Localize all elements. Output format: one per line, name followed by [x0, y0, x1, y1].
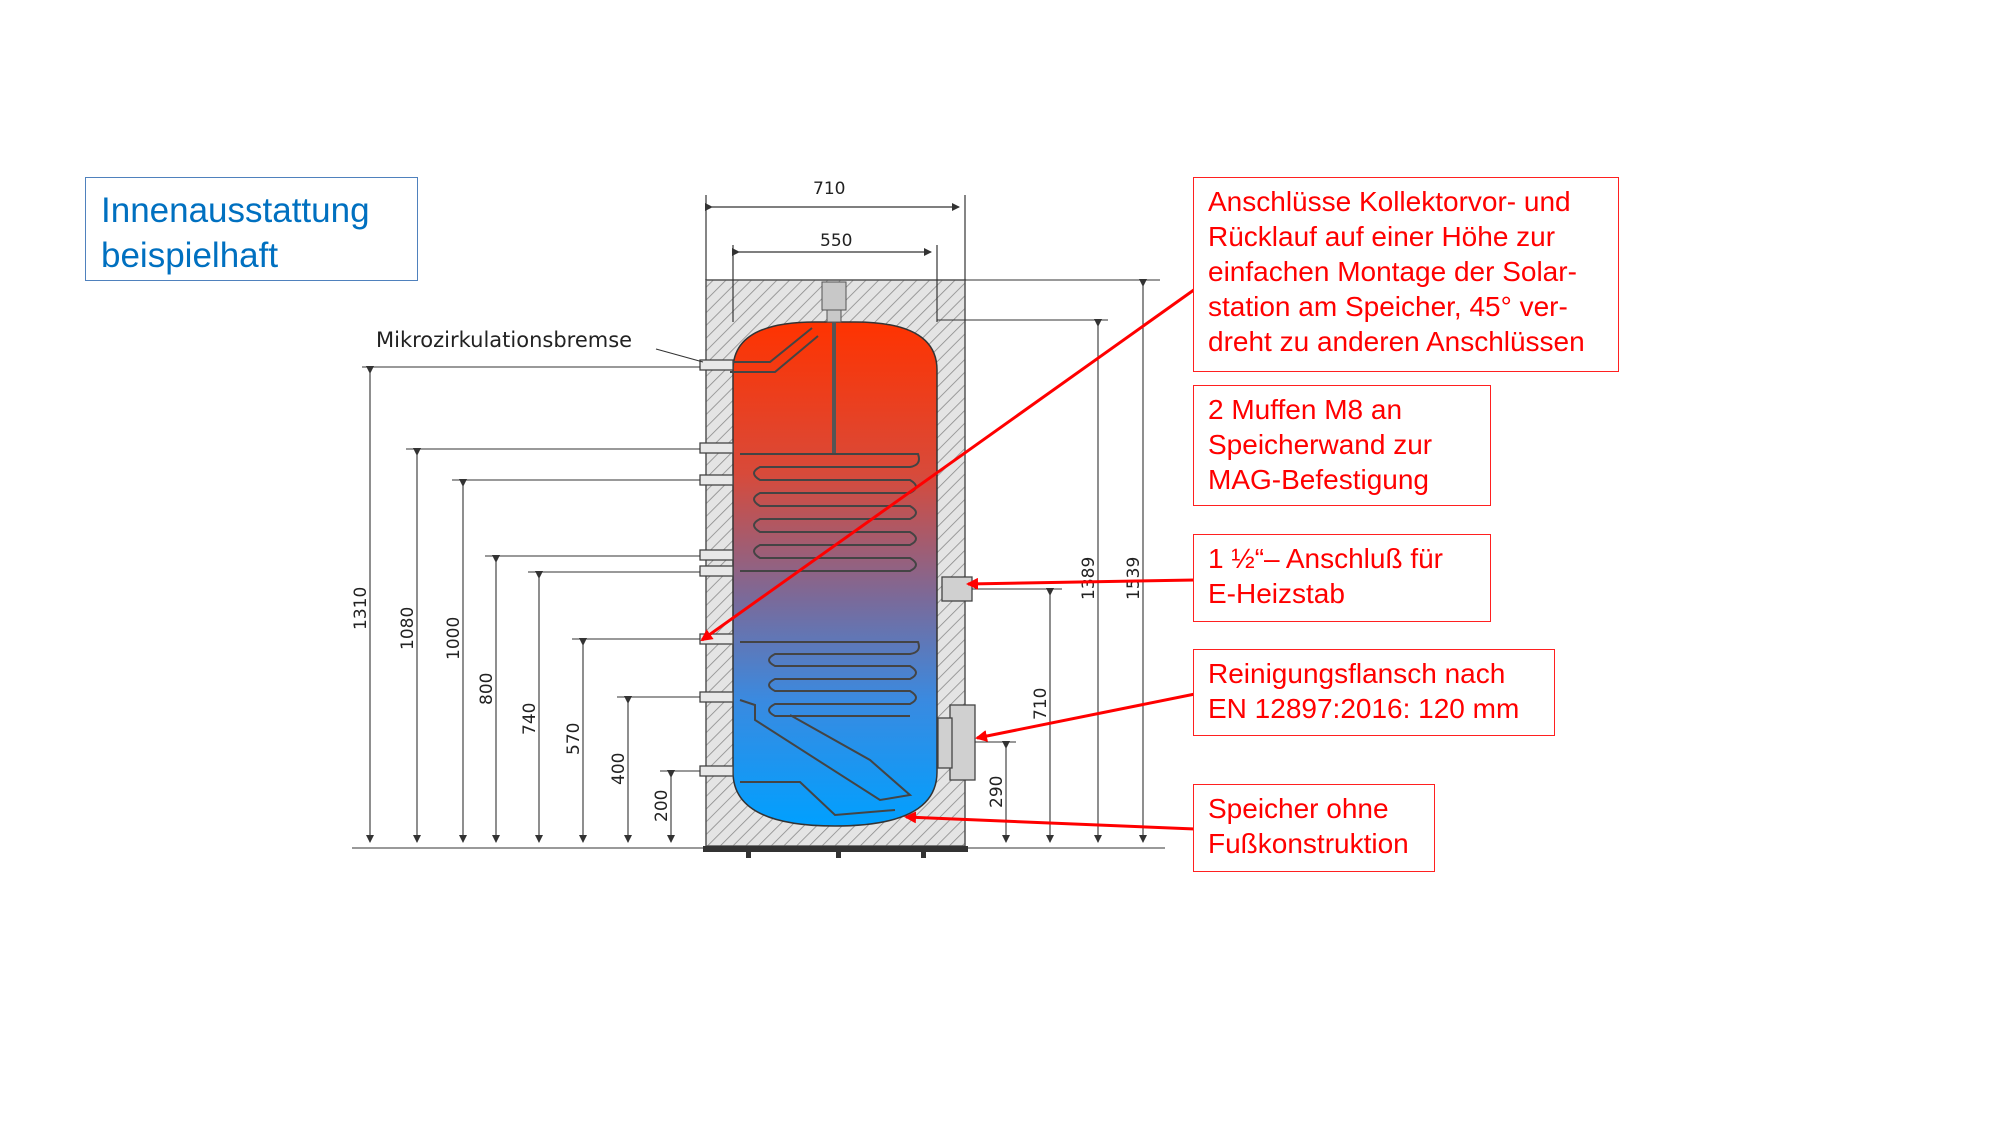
callout-no-foot: Speicher ohne Fußkonstruktion: [1193, 784, 1435, 872]
callout-solar-line: dreht zu anderen Anschlüssen: [1208, 326, 1585, 357]
tank-body: [732, 321, 938, 827]
callout-solar-line: einfachen Montage der Solar-: [1208, 256, 1577, 287]
callout-heizstab-line: E-Heizstab: [1208, 578, 1345, 609]
callout-arrows: [700, 285, 1199, 831]
callout-muffen-line: Speicherwand zur: [1208, 429, 1433, 460]
dim-width-outer: 710: [813, 179, 845, 199]
dim-height-1539: 1539: [1124, 557, 1144, 600]
title-box: Innenausstattung beispielhaft: [85, 177, 418, 281]
top-fitting: [821, 281, 847, 455]
callout-fuss-line: Speicher ohne: [1208, 793, 1389, 824]
callout-heizstab-line: 1 ½“– Anschluß für: [1208, 543, 1444, 574]
dim-height-1389: 1389: [1079, 557, 1099, 600]
dim-height-290: 290: [987, 776, 1007, 808]
recirculation-pipe: [730, 327, 819, 373]
lower-coil: [739, 641, 920, 817]
left-dimension-lines: [352, 366, 1165, 849]
top-dimensions: [705, 195, 966, 322]
title-line-2: beispielhaft: [101, 236, 279, 275]
callout-solar-connections: Anschlüsse Kollektorvor- und Rücklauf au…: [1193, 177, 1619, 372]
callout-cleaning-flange: Reinigungsflansch nach EN 12897:2016: 12…: [1193, 649, 1555, 736]
micro-brake-leader: [655, 348, 704, 363]
base-plate: [703, 846, 968, 858]
callout-muffen: 2 Muffen M8 an Speicherwand zur MAG-Befe…: [1193, 385, 1491, 506]
dim-height-200: 200: [652, 790, 672, 822]
upper-coil: [740, 453, 920, 572]
right-dimension-lines: [937, 279, 1160, 843]
callout-muffen-line: 2 Muffen M8 an: [1208, 394, 1403, 425]
callout-heating-rod: 1 ½“– Anschluß für E-Heizstab: [1193, 534, 1491, 622]
callout-muffen-line: MAG-Befestigung: [1208, 464, 1429, 495]
title-line-1: Innenausstattung: [101, 191, 370, 230]
callout-solar-line: Rücklauf auf einer Höhe zur: [1208, 221, 1556, 252]
dim-height-1310: 1310: [351, 587, 371, 630]
callout-solar-line: Anschlüsse Kollektorvor- und: [1208, 186, 1571, 217]
callout-solar-line: station am Speicher, 45° ver-: [1208, 291, 1568, 322]
right-fittings: [937, 576, 976, 781]
dim-height-570: 570: [564, 723, 584, 755]
micro-brake-label: Mikrozirkulationsbremse: [376, 328, 632, 352]
dim-width-inner: 550: [820, 231, 852, 251]
left-connections: [699, 359, 734, 777]
dim-height-1080: 1080: [398, 607, 418, 650]
dim-height-400: 400: [609, 753, 629, 785]
dim-height-710: 710: [1031, 688, 1051, 720]
dim-height-1000: 1000: [444, 617, 464, 660]
dim-height-740: 740: [520, 703, 540, 735]
callout-flansch-line: Reinigungsflansch nach: [1208, 658, 1506, 689]
callout-fuss-line: Fußkonstruktion: [1208, 828, 1409, 859]
callout-flansch-line: EN 12897:2016: 120 mm: [1208, 693, 1520, 724]
dim-height-800: 800: [477, 673, 497, 705]
